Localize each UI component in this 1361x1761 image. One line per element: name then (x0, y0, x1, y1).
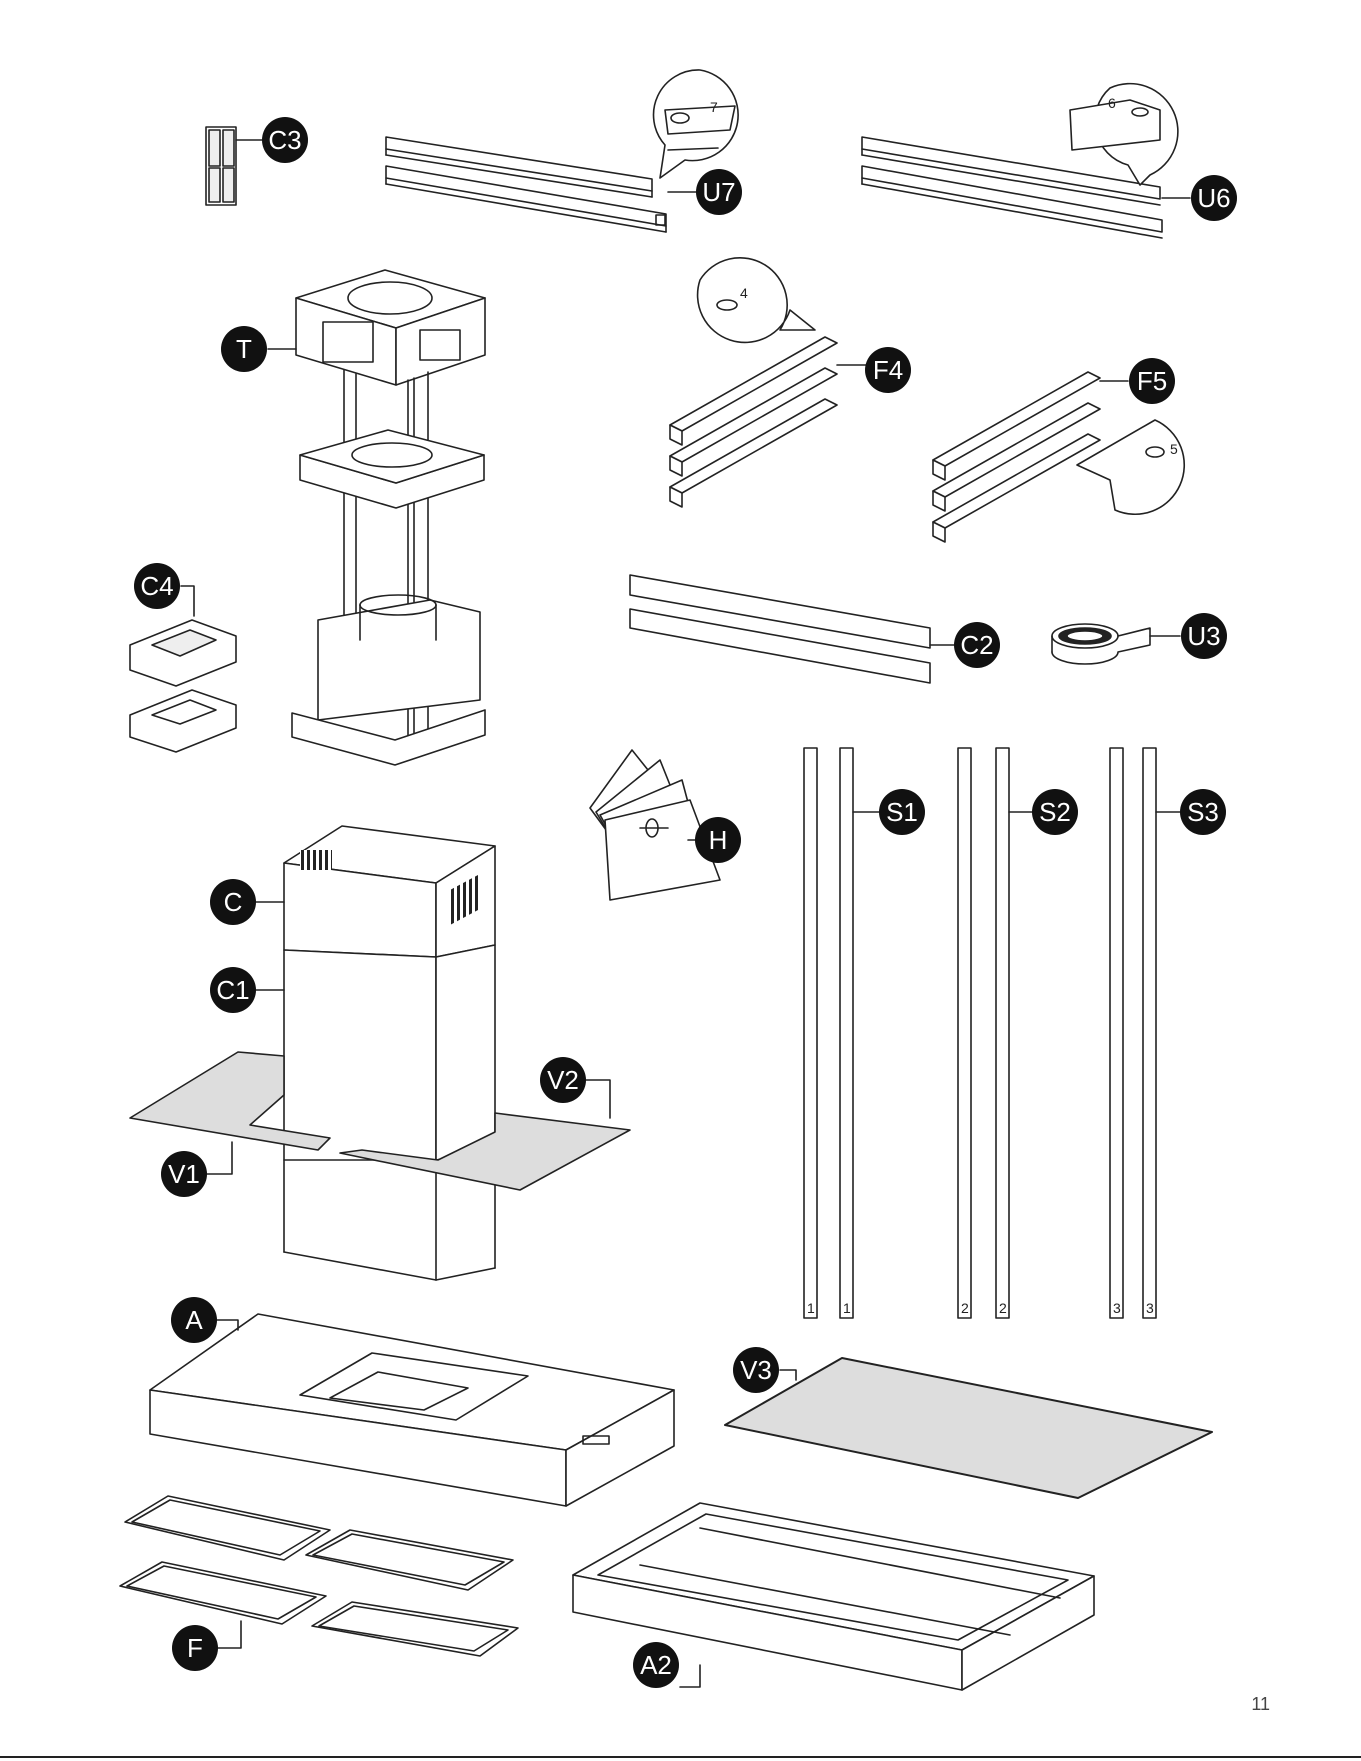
strut-mark: 2 (961, 1300, 969, 1316)
part-u6-rails (862, 84, 1190, 238)
part-t-frame (268, 270, 485, 765)
label-f5: F5 (1137, 366, 1167, 396)
f5-callout-mark: 5 (1170, 441, 1178, 457)
part-c1-lower-chimney (256, 945, 495, 1280)
label-s1: S1 (886, 797, 918, 827)
u7-callout-mark: 7 (710, 99, 718, 115)
part-v3-glass-plate (725, 1358, 1212, 1498)
label-a: A (185, 1305, 203, 1335)
part-a-hood-body (150, 1314, 674, 1506)
page-number: 11 (1200, 1694, 1270, 1715)
label-t: T (236, 334, 252, 364)
strut-mark: 1 (843, 1300, 851, 1316)
strut-mark: 2 (999, 1300, 1007, 1316)
label-a2: A2 (640, 1650, 672, 1680)
strut-mark: 1 (807, 1300, 815, 1316)
label-u6: U6 (1197, 183, 1230, 213)
part-u3-tape-roll (1052, 624, 1180, 664)
label-v3: V3 (740, 1355, 772, 1385)
part-f4-rails (670, 258, 866, 507)
label-v1: V1 (168, 1159, 200, 1189)
label-c: C (224, 887, 243, 917)
label-s3: S3 (1187, 797, 1219, 827)
u6-callout-mark: 6 (1108, 95, 1116, 111)
label-u7: U7 (702, 177, 735, 207)
part-h-manual (590, 750, 720, 900)
part-c2-profiles (630, 575, 954, 683)
part-c3-filter-strip (206, 127, 262, 205)
label-f4: F4 (873, 355, 903, 385)
label-v2: V2 (547, 1065, 579, 1095)
label-u3: U3 (1187, 621, 1220, 651)
label-c3: C3 (268, 125, 301, 155)
part-u7-rails (386, 70, 738, 232)
label-c1: C1 (216, 975, 249, 1005)
strut-mark: 3 (1146, 1300, 1154, 1316)
strut-mark: 3 (1113, 1300, 1121, 1316)
label-c4: C4 (140, 571, 173, 601)
part-s-struts (804, 748, 1180, 1318)
bottom-divider (0, 1756, 1361, 1758)
label-s2: S2 (1039, 797, 1071, 827)
label-h: H (709, 825, 728, 855)
f4-callout-mark: 4 (740, 285, 748, 301)
label-c2: C2 (960, 630, 993, 660)
part-c4-filters (130, 586, 236, 752)
label-f: F (187, 1633, 203, 1663)
part-c-upper-chimney (256, 826, 495, 957)
